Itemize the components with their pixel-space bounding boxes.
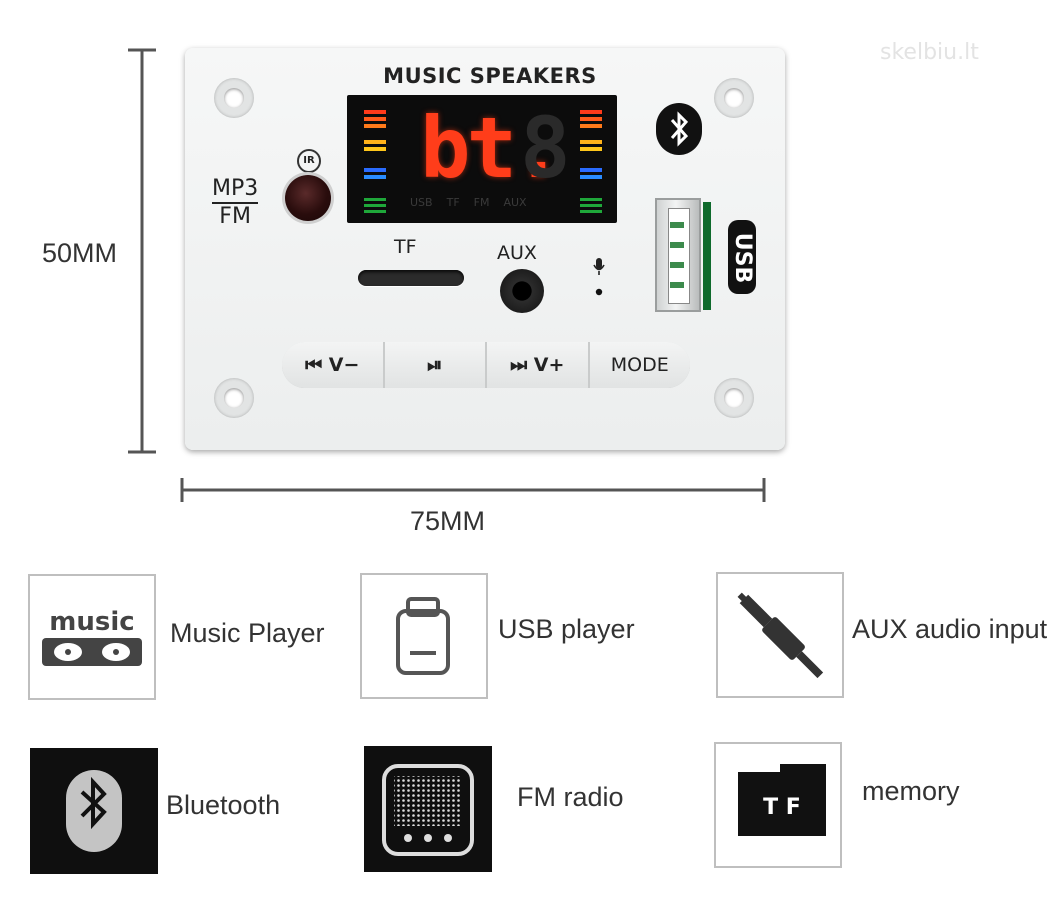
width-label: 75MM (410, 506, 486, 536)
tf-card-slot[interactable] (358, 270, 464, 286)
mode-tf-label: TF (446, 196, 460, 209)
radio-icon (382, 764, 474, 856)
mounting-hole (214, 378, 254, 418)
watermark: skelbiu.lt (880, 40, 979, 65)
display-ghost-digit: 8 (520, 99, 571, 197)
aux-input-box (716, 572, 844, 698)
level-meter-right (580, 110, 602, 213)
fm-radio-box (364, 746, 492, 872)
prev-volume-down-button[interactable]: ⏮ V− (282, 342, 385, 388)
led-display (347, 95, 617, 223)
tf-card-text: T F (763, 795, 801, 820)
ir-sensor (285, 175, 331, 221)
feature-label-bluetooth: Bluetooth (166, 790, 281, 820)
play-pause-button[interactable]: ⏯ (384, 342, 487, 388)
next-volume-up-button[interactable]: ⏭ V+ (487, 342, 590, 388)
display-readout: bt. (420, 99, 564, 197)
tf-slot-label: TF (394, 236, 417, 258)
tf-card-icon: T F (738, 764, 826, 836)
bluetooth-feature-icon (66, 770, 122, 852)
aux-jack[interactable] (500, 269, 544, 313)
mp3-fm-label: MP3 FM (212, 176, 259, 229)
usb-pcb-edge (703, 202, 711, 310)
microphone-icon (593, 258, 605, 296)
mounting-hole (214, 78, 254, 118)
bluetooth-icon (656, 103, 702, 155)
control-buttons: ⏮ V− ⏯ ⏭ V+ MODE (282, 342, 690, 388)
mode-usb-label: USB (410, 196, 433, 209)
height-dimension-line (128, 48, 156, 454)
usb-stick-icon (396, 597, 450, 675)
fm-text: FM (219, 204, 251, 229)
usb-label-text: USB (730, 233, 755, 283)
feature-label-fm: FM radio (517, 782, 624, 812)
usb-port-inner (668, 208, 690, 304)
usb-contacts (670, 222, 684, 288)
height-label: 50MM (42, 238, 118, 268)
memory-box: T F (714, 742, 842, 868)
board-title: MUSIC SPEAKERS (383, 64, 597, 88)
width-dimension-line (180, 478, 766, 502)
music-icon: music (42, 607, 142, 666)
feature-label-usb: USB player (498, 614, 635, 644)
display-mode-labels: USB TF FM AUX (410, 196, 570, 209)
ir-label: IR (297, 149, 321, 173)
feature-label-aux: AUX audio input (852, 614, 1048, 644)
mode-aux-label: AUX (503, 196, 527, 209)
music-icon-text: music (49, 607, 134, 637)
feature-label-memory: memory (862, 776, 960, 806)
feature-label-music: Music Player (170, 618, 325, 648)
aux-label: AUX (497, 242, 537, 264)
bluetooth-box (30, 748, 158, 874)
mounting-hole (714, 78, 754, 118)
music-player-box: music (28, 574, 156, 700)
usb-player-box (360, 573, 488, 699)
mode-button[interactable]: MODE (589, 342, 690, 388)
mp3-text: MP3 (212, 176, 259, 201)
aux-plug-icon (737, 592, 824, 679)
usb-label-icon: USB (728, 220, 756, 294)
mounting-hole (714, 378, 754, 418)
mode-fm-label: FM (473, 196, 490, 209)
level-meter-left (364, 110, 386, 213)
